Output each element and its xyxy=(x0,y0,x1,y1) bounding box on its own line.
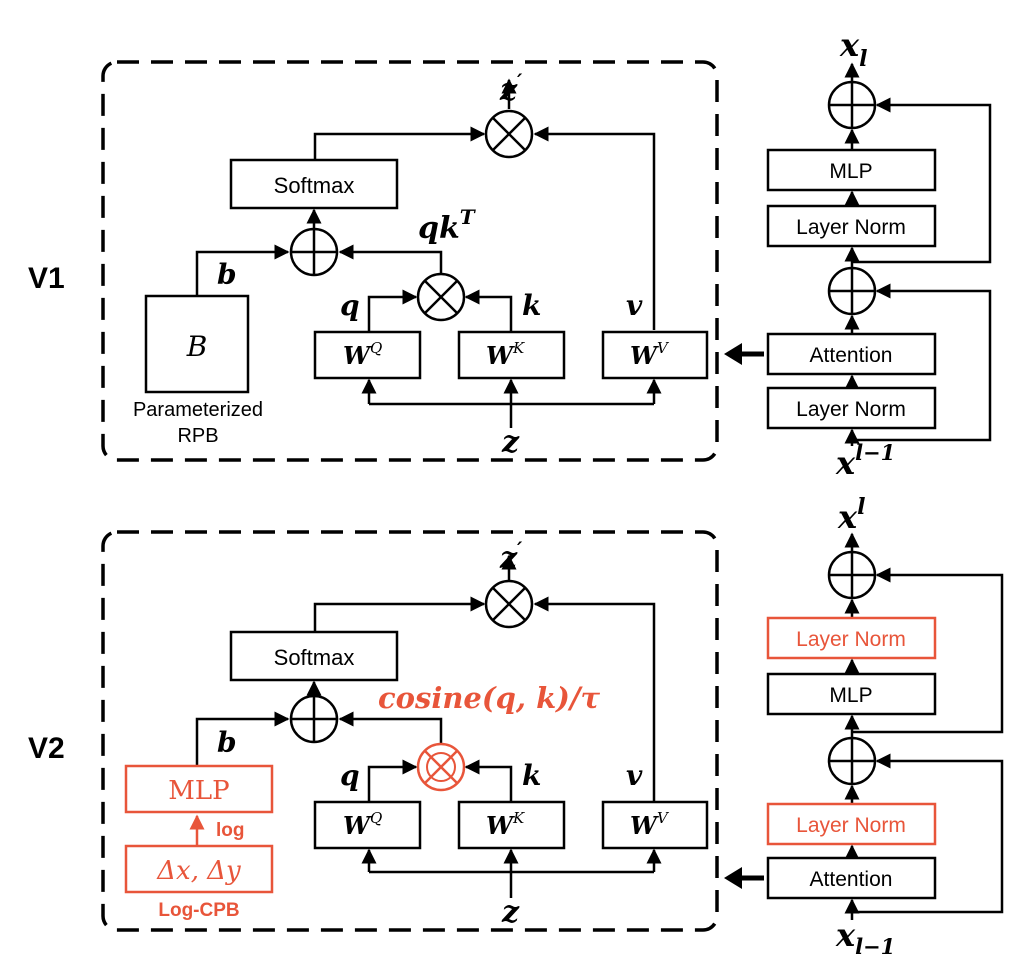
v1-mlp-label: MLP xyxy=(829,160,872,183)
v1-v-label: v xyxy=(626,289,643,322)
v1-input-label: xl−1 xyxy=(835,440,895,482)
v2-bias-add-icon xyxy=(289,694,339,744)
v1-layer-norm-top-label: Layer Norm xyxy=(796,216,906,239)
v2-section: V2 z′ Softmax cosine(q, k)/τ b xyxy=(28,494,1004,959)
v2-cpb-label: Log-CPB xyxy=(158,900,239,921)
v2-cosine-multiply-icon xyxy=(416,742,466,792)
v1-softmax-label: Softmax xyxy=(274,173,355,198)
v2-expand-arrow-icon xyxy=(724,867,764,889)
v1-section: V1 z′ Softmax qkT b xyxy=(28,26,992,482)
v1-rpb-line2: RPB xyxy=(177,425,218,447)
v2-k-label: k xyxy=(522,759,541,792)
v1-layer-norm-bottom-box xyxy=(766,386,937,430)
v1-rpb-line1: Parameterized xyxy=(133,399,263,421)
v2-residual-add-top-icon xyxy=(827,550,877,600)
v2-wq-label: WQ xyxy=(343,809,382,840)
v2-mlp-block-box xyxy=(766,672,937,716)
v1-wv-box xyxy=(601,330,709,380)
v2-residual-add-bottom-icon xyxy=(827,736,877,786)
v2-output-multiply-icon xyxy=(484,579,534,629)
v2-mlp-block-label: MLP xyxy=(829,684,872,707)
v2-wv-label: WV xyxy=(630,809,670,840)
v2-wq-box xyxy=(313,800,422,850)
v1-wk-label: WK xyxy=(486,339,525,370)
v2-attention-frame xyxy=(101,530,719,932)
v1-wk-box xyxy=(457,330,566,380)
v1-wq-label: WQ xyxy=(343,339,382,370)
v2-output-label: xl xyxy=(837,494,865,536)
v1-layer-norm-top-box xyxy=(766,204,937,248)
v1-qk-multiply-icon xyxy=(416,272,466,322)
v1-residual-add-bottom-icon xyxy=(827,266,877,316)
v2-v-label: v xyxy=(626,759,643,792)
v2-transformer-block: xl Layer Norm MLP Layer Norm xyxy=(766,494,1004,959)
v2-z-prime-label: z′ xyxy=(499,537,523,576)
v2-wk-box xyxy=(457,800,566,850)
v2-layer-norm-top-box xyxy=(766,616,937,660)
v2-cosine-label: cosine(q, k)/τ xyxy=(378,681,600,715)
v1-label: V1 xyxy=(28,262,65,295)
v2-wv-box xyxy=(601,800,709,850)
v1-attention-frame xyxy=(101,60,719,462)
v1-wq-box xyxy=(313,330,422,380)
v2-delta-box xyxy=(124,844,274,894)
v1-layer-norm-bottom-label: Layer Norm xyxy=(796,398,906,421)
v2-delta-label: Δx, Δy xyxy=(156,856,241,886)
v2-input-label: xl−1 xyxy=(835,916,895,959)
v1-residual-add-top-icon xyxy=(827,80,877,130)
v1-softmax-box xyxy=(229,158,399,210)
v1-k-label: k xyxy=(522,289,541,322)
v2-wk-label: WK xyxy=(486,809,525,840)
v2-log-label: log xyxy=(216,820,245,841)
v2-z-input-label: z xyxy=(501,895,520,930)
v1-z-input-label: z xyxy=(501,425,520,460)
v2-q-label: q xyxy=(340,759,360,792)
v1-bias-add-icon xyxy=(289,227,339,277)
v1-bias-table-box xyxy=(144,294,250,394)
v1-z-prime-label: z′ xyxy=(499,69,523,108)
v1-attention-box xyxy=(766,332,937,376)
v1-wv-label: WV xyxy=(630,339,670,370)
v2-mlp-label: MLP xyxy=(168,776,229,806)
v1-q-label: q xyxy=(340,289,360,322)
v2-softmax-box xyxy=(229,630,399,682)
v1-expand-arrow-icon xyxy=(724,343,764,365)
v2-label: V2 xyxy=(28,732,65,765)
v2-layer-norm-top-label: Layer Norm xyxy=(796,628,906,651)
v2-mlp-box xyxy=(124,764,274,814)
v2-attention-label: Attention xyxy=(810,868,893,891)
v1-mlp-box xyxy=(766,148,937,192)
v1-output-multiply-icon xyxy=(484,109,534,159)
v1-attention-label: Attention xyxy=(810,344,893,367)
v1-transformer-block: xl MLP Layer Norm Attention xyxy=(766,26,992,482)
v2-layer-norm-bottom-label: Layer Norm xyxy=(796,814,906,837)
v2-layer-norm-bottom-box xyxy=(766,802,937,846)
v2-softmax-label: Softmax xyxy=(274,645,355,670)
v2-attention-box xyxy=(766,856,937,900)
v2-b-label: b xyxy=(217,726,237,759)
v1-b-label: b xyxy=(217,258,237,291)
v1-qkT-label: qkT xyxy=(418,205,477,246)
v1-output-label: xl xyxy=(839,26,867,72)
v1-bias-table-label: B xyxy=(186,330,208,363)
